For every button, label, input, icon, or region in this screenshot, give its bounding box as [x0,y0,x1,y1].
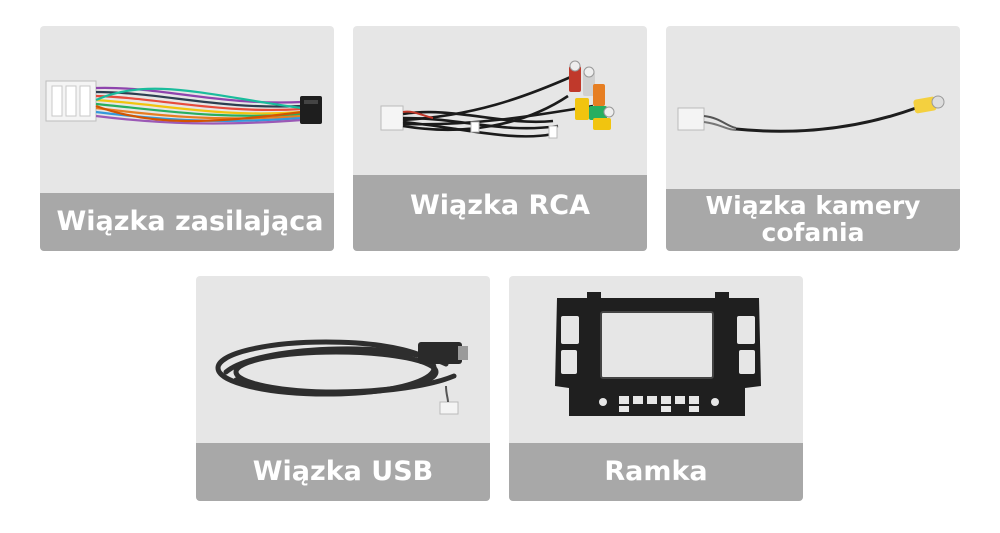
product-card-frame: Ramka [509,276,803,501]
camera-harness-image [677,95,945,133]
product-card-power-harness: Wiązka zasilająca [40,26,334,251]
caption-power-harness: Wiązka zasilająca [40,193,334,251]
caption-frame: Ramka [509,443,803,501]
caption-camera-harness-line-2: cofania [761,218,865,247]
product-card-rca-harness: Wiązka RCA [353,26,647,251]
caption-rca-harness: Wiązka RCA [353,175,647,251]
product-card-usb-harness: Wiązka USB [196,276,490,501]
rca-harness-image [380,60,615,139]
caption-camera-harness: Wiązka kamery cofania [666,189,960,251]
frame-image [555,292,761,416]
caption-camera-harness-line-1: Wiązka kamery [705,190,921,220]
caption-usb-harness: Wiązka USB [196,443,490,501]
power-harness-image [45,80,322,125]
usb-harness-image [215,339,468,415]
product-card-camera-harness: Wiązka kamery cofania [666,26,960,251]
